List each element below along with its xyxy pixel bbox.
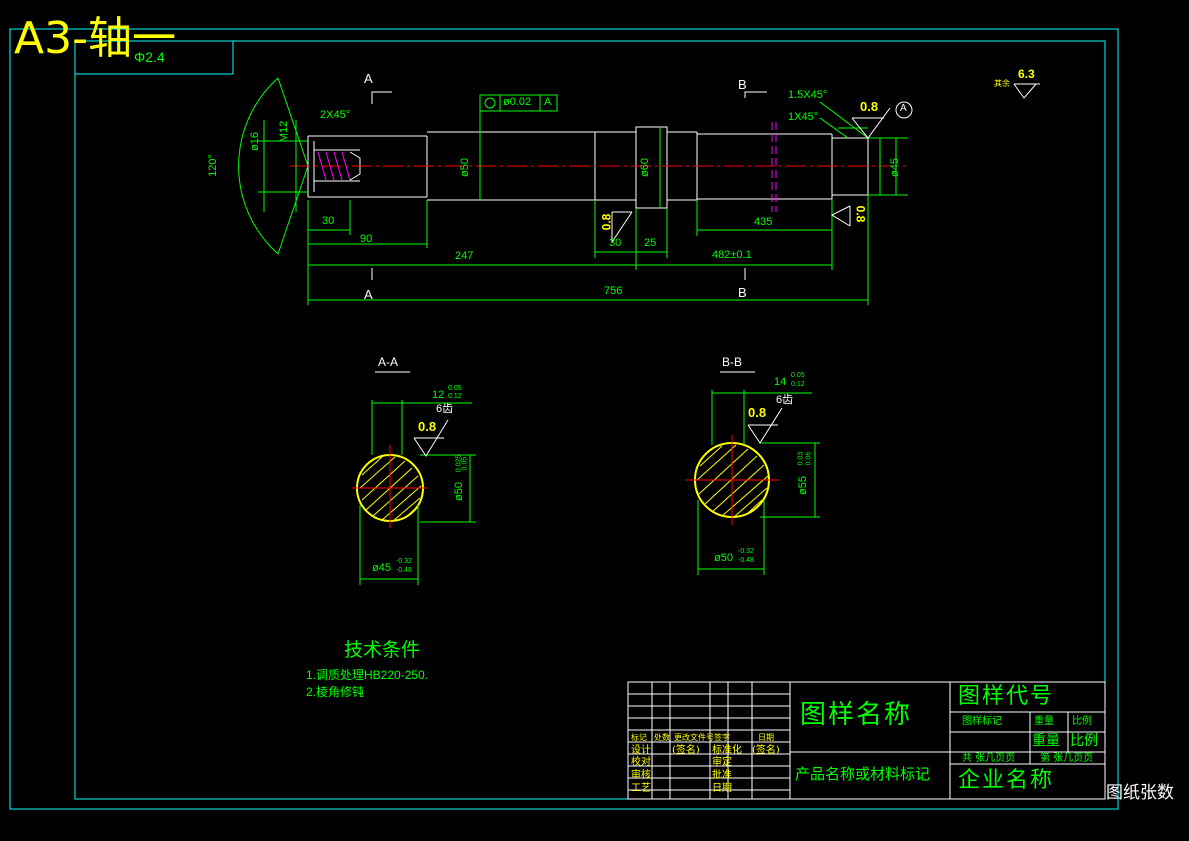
section-bb-dia-tol-upper: 0.03 — [797, 451, 805, 466]
sheet-count-label: 图纸张数 — [1106, 783, 1174, 803]
roughness-symbols — [611, 83, 1040, 244]
dim-l247: 247 — [455, 250, 474, 262]
general-roughness-value: 6.3 — [1018, 67, 1035, 81]
tb-row4-c: 日期 — [712, 783, 732, 794]
section-arrows — [371, 91, 767, 280]
section-aa-teeth: 6齿 — [436, 403, 454, 415]
tech-notes-heading: 技术条件 — [344, 640, 421, 661]
sheet-title: A3-轴一 — [14, 13, 176, 64]
tb-row-label-1: 图样标记 — [962, 716, 1002, 727]
roughness-right: 0.8 — [853, 205, 868, 223]
dim-m12: M12 — [278, 120, 291, 143]
tb-header-date: 日期 — [758, 733, 774, 742]
drawing-code: 图样代号 — [958, 684, 1055, 709]
section-bb-key-width: 14 — [774, 376, 787, 388]
tb-header-change: 更改文件号 — [674, 733, 714, 742]
tb-row2-c: 审定 — [712, 757, 732, 768]
section-aa-bottom-tol-lower: -0.48 — [396, 567, 412, 574]
section-bb-geometry — [685, 371, 820, 575]
section-aa-dia-tol-lower: 0.05 — [461, 456, 469, 471]
tb-row3-a: 审核 — [631, 770, 651, 781]
tb-sheet-current: 第 张几页页 — [1040, 753, 1094, 764]
dim-l435: 435 — [754, 216, 773, 228]
dim-l30b: 30 — [609, 237, 622, 249]
dim-l482: 482±0.1 — [712, 249, 752, 261]
section-bb-bottom: ø50 — [714, 552, 733, 564]
dim-d16: ø16 — [248, 132, 261, 151]
section-bb-dia-tol-lower: 0.06 — [805, 451, 813, 466]
chamfer-right-2: 1X45° — [788, 111, 819, 123]
tb-row4-a: 工艺 — [631, 783, 651, 794]
section-bb-diameter: ø55 — [796, 476, 809, 495]
tolerance-value: ø0.02 — [503, 96, 532, 108]
roughness-top: 0.8 — [860, 99, 879, 114]
dim-d50: ø50 — [458, 158, 471, 177]
dim-l30: 30 — [322, 215, 335, 227]
tb-header-sign: 签字 — [714, 733, 730, 742]
section-mark-a-top: A — [364, 71, 373, 86]
tolerance-frame — [479, 94, 558, 112]
title-block-grid — [627, 681, 1106, 800]
chamfer-right-1: 1.5X45° — [788, 89, 828, 101]
section-aa-roughness: 0.8 — [418, 419, 437, 434]
dim-d60: ø60 — [638, 158, 651, 177]
roughness-mid: 0.8 — [599, 213, 614, 231]
section-bb-key-tol-lower: 0.12 — [791, 381, 805, 388]
section-mark-b-bottom: B — [738, 285, 747, 300]
datum-tag: A — [900, 103, 907, 114]
tb-sheet-total: 共 张几页页 — [962, 753, 1016, 764]
section-aa-bottom: ø45 — [372, 562, 391, 574]
chamfer-left: 2X45° — [320, 109, 351, 121]
section-bb-teeth: 6齿 — [776, 394, 794, 406]
dim-angle: 120° — [206, 154, 219, 177]
tb-header-count: 处数 — [654, 733, 670, 742]
tb-row3-c: 批准 — [712, 770, 732, 781]
section-aa-title: A-A — [378, 355, 399, 369]
tb-row-label-2: 重量 — [1034, 716, 1054, 727]
tb-row2-a: 校对 — [631, 757, 651, 768]
tb-row1-a: 设计 — [631, 745, 651, 756]
section-bb-roughness: 0.8 — [748, 405, 767, 420]
label-box-frame — [74, 40, 234, 75]
section-bb-key-tol-upper: 0.05 — [791, 372, 805, 379]
section-mark-a-bottom: A — [364, 287, 373, 302]
dim-d45: ø45 — [888, 158, 901, 177]
tolerance-datum: A — [544, 96, 552, 108]
dim-l25: 25 — [644, 237, 657, 249]
tb-row1-c: 标准化 — [712, 745, 742, 756]
tb-row1-b: (签名) — [672, 745, 700, 756]
main-dimensions — [307, 100, 908, 305]
label-box-text: Φ2.4 — [134, 49, 165, 65]
section-aa-geometry — [352, 371, 476, 585]
section-mark-b-top: B — [738, 77, 747, 92]
section-aa-key-tol-upper: 0.05 — [448, 385, 462, 392]
section-aa-key-width: 12 — [432, 389, 445, 401]
section-aa-key-tol-lower: 0.12 — [448, 393, 462, 400]
tech-note-1: 1.调质处理HB220-250. — [306, 668, 429, 682]
section-aa-diameter: ø50 — [452, 482, 465, 501]
tb-row-label-3: 比例 — [1072, 716, 1092, 727]
tb-header-mark: 标记 — [631, 733, 647, 742]
shaft-outline — [307, 126, 869, 209]
dim-l90: 90 — [360, 233, 373, 245]
dim-l756: 756 — [604, 285, 623, 297]
angle-sector — [238, 77, 309, 255]
drawing-frame — [9, 28, 1119, 810]
drawing-name: 图样名称 — [800, 700, 913, 730]
section-bb-bottom-tol-lower: -0.48 — [738, 557, 754, 564]
tb-row1-d: (签名) — [752, 745, 780, 756]
company-name: 企业名称 — [958, 768, 1055, 793]
tb-scale: 比例 — [1070, 733, 1098, 749]
section-bb-bottom-tol-upper: -0.32 — [738, 548, 754, 555]
tb-weight: 重量 — [1032, 733, 1060, 749]
tech-note-2: 2.棱角修钝 — [306, 685, 365, 699]
product-name: 产品名称或材料标记 — [795, 765, 931, 783]
section-bb-title: B-B — [722, 355, 743, 369]
general-roughness-label: 其余 — [994, 79, 1010, 88]
section-aa-bottom-tol-upper: -0.32 — [396, 558, 412, 565]
